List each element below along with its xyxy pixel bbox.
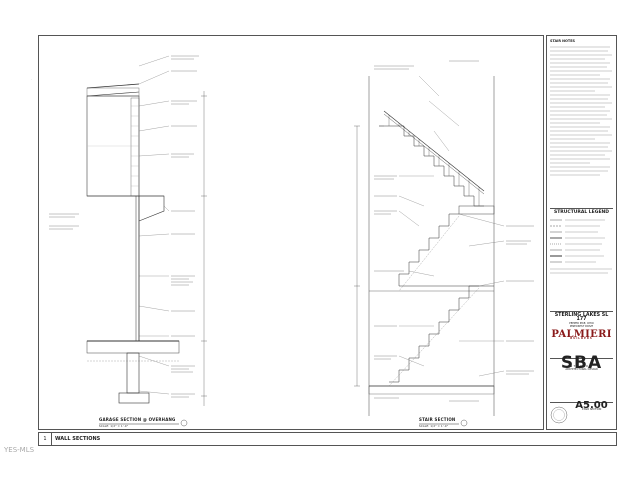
structural-legend-title: STRUCTURAL LEGEND bbox=[553, 210, 610, 215]
garage-section-drawing bbox=[49, 55, 534, 427]
stair-notes: STAIR NOTES bbox=[550, 39, 613, 214]
sheet-number: A5.00 bbox=[575, 400, 608, 411]
structural-legend: STRUCTURAL LEGEND bbox=[550, 208, 613, 276]
architect-logo: SBA STUDIOS ARCHITECTURAL DESIGN bbox=[550, 355, 613, 372]
stair-notes-text bbox=[550, 46, 612, 176]
garage-section-caption: GARAGE SECTION @ OVERHANG bbox=[99, 417, 176, 422]
project-client: PINECREST DRIVE bbox=[569, 325, 594, 329]
stair-notes-title: STAIR NOTES bbox=[550, 39, 575, 43]
sheet-index-label: WALL SECTIONS bbox=[55, 436, 101, 442]
sheet-index-number: 1 bbox=[39, 433, 52, 445]
sheet-title: STAIR SECTION bbox=[581, 408, 602, 411]
builder-logo: PALMIERI BUILDERS bbox=[550, 329, 613, 341]
project-location: PEPPER PIKE, OHIO bbox=[569, 322, 594, 325]
sheet-number-block: A5.00 STAIR SECTION bbox=[550, 400, 613, 424]
architect-tag: ARCHITECTURAL DESIGN bbox=[565, 368, 598, 372]
project-name: STERLING LAKES SL 177 bbox=[554, 313, 609, 322]
project-info: STERLING LAKES SL 177 PEPPER PIKE, OHIO … bbox=[550, 311, 613, 329]
seal-icon bbox=[550, 406, 568, 424]
legend-entries bbox=[550, 219, 612, 274]
builder-name: PALMIERI bbox=[551, 329, 612, 340]
stair-section-scale: SCALE: 1/2" = 1'-0" bbox=[419, 425, 449, 428]
garage-section-scale: SCALE: 1/2" = 1'-0" bbox=[99, 425, 129, 428]
drawing-sheet: GARAGE SECTION @ OVERHANG SCALE: 1/2" = … bbox=[38, 35, 544, 430]
title-block: STAIR NOTES STRUCTURAL LEGEND bbox=[546, 35, 617, 430]
builder-sub: BUILDERS bbox=[570, 337, 593, 340]
sheet-index-bar: 1 WALL SECTIONS bbox=[38, 432, 617, 446]
side-note: · bbox=[30, 79, 33, 80]
watermark: YES-MLS bbox=[4, 446, 35, 454]
stair-section-caption: STAIR SECTION bbox=[419, 417, 456, 422]
architect-sub: STUDIOS bbox=[570, 365, 593, 368]
